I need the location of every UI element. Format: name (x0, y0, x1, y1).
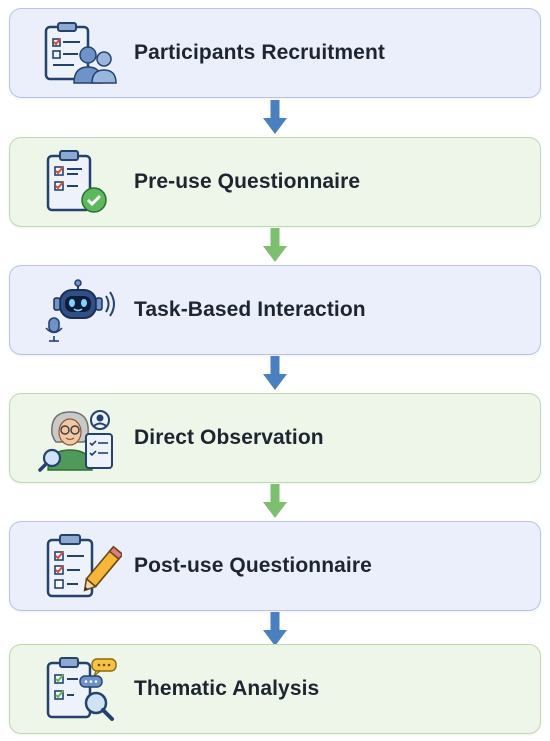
clipboard-pencil-icon (38, 534, 122, 600)
step-label: Thematic Analysis (134, 677, 320, 700)
step-pre-use-questionnaire: Pre-use Questionnaire (9, 137, 541, 227)
arrow-down-icon (262, 228, 288, 264)
step-label: Pre-use Questionnaire (134, 170, 361, 193)
step-thematic-analysis: Thematic Analysis (9, 644, 541, 734)
arrow-down-icon (262, 612, 288, 648)
observer-magnifier-icon (38, 406, 122, 472)
step-direct-observation: Direct Observation (9, 393, 541, 483)
robot-microphone-icon (38, 278, 122, 344)
arrow-down-icon (262, 100, 288, 136)
step-participants-recruitment: Participants Recruitment (9, 8, 541, 98)
clipboard-magnifier-icon (38, 657, 122, 723)
step-label: Participants Recruitment (134, 41, 385, 64)
step-task-based-interaction: Task-Based Interaction (9, 265, 541, 355)
step-post-use-questionnaire: Post-use Questionnaire (9, 521, 541, 611)
clipboard-users-icon (38, 21, 122, 87)
clipboard-check-icon (38, 150, 122, 216)
arrow-down-icon (262, 484, 288, 520)
step-label: Direct Observation (134, 426, 324, 449)
step-label: Post-use Questionnaire (134, 554, 372, 577)
arrow-down-icon (262, 356, 288, 392)
step-label: Task-Based Interaction (134, 298, 366, 321)
